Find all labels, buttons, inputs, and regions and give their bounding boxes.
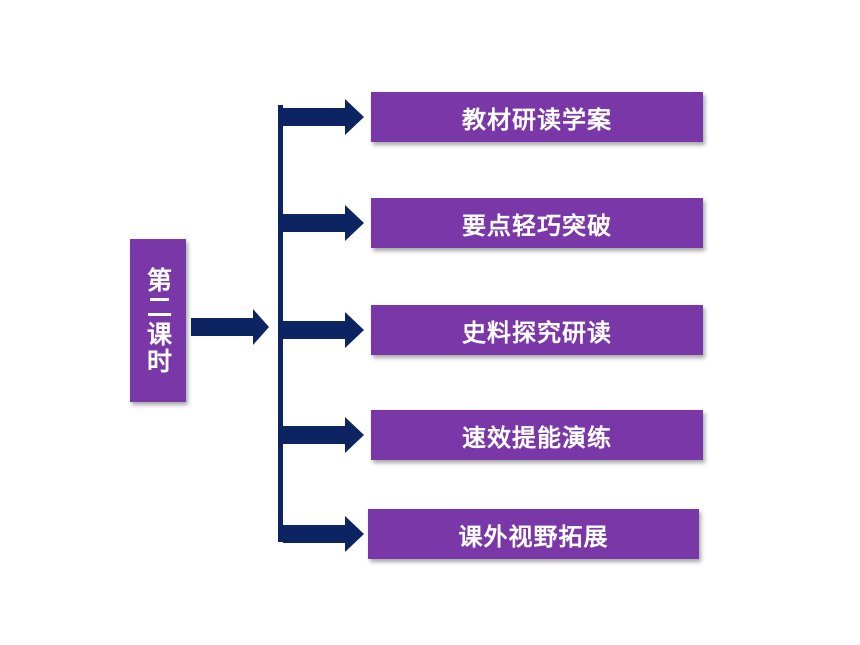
trunk-line: [278, 105, 283, 542]
branch-arrow-3: [283, 417, 364, 453]
item-node-kewai[interactable]: 课外视野拓展: [368, 509, 699, 559]
root-arrow: [191, 309, 269, 345]
item-node-label: 要点轻巧突破: [462, 211, 612, 240]
item-node-label: 教材研读学案: [462, 105, 612, 134]
root-node: 第二课时: [130, 239, 186, 402]
item-node-label: 课外视野拓展: [458, 522, 609, 551]
root-node-label: 第二课时: [143, 266, 173, 375]
item-node-jiaocai[interactable]: 教材研读学案: [371, 92, 703, 142]
item-node-label: 史料探究研读: [462, 318, 612, 347]
branch-arrow-0: [283, 99, 364, 135]
branch-arrow-1: [283, 205, 364, 241]
branch-arrow-2: [283, 312, 364, 348]
item-node-suxiao[interactable]: 速效提能演练: [371, 410, 703, 460]
item-node-yaodian[interactable]: 要点轻巧突破: [371, 198, 703, 248]
item-node-label: 速效提能演练: [462, 423, 612, 452]
branch-arrow-4: [283, 516, 364, 552]
item-node-shiliao[interactable]: 史料探究研读: [371, 305, 703, 355]
